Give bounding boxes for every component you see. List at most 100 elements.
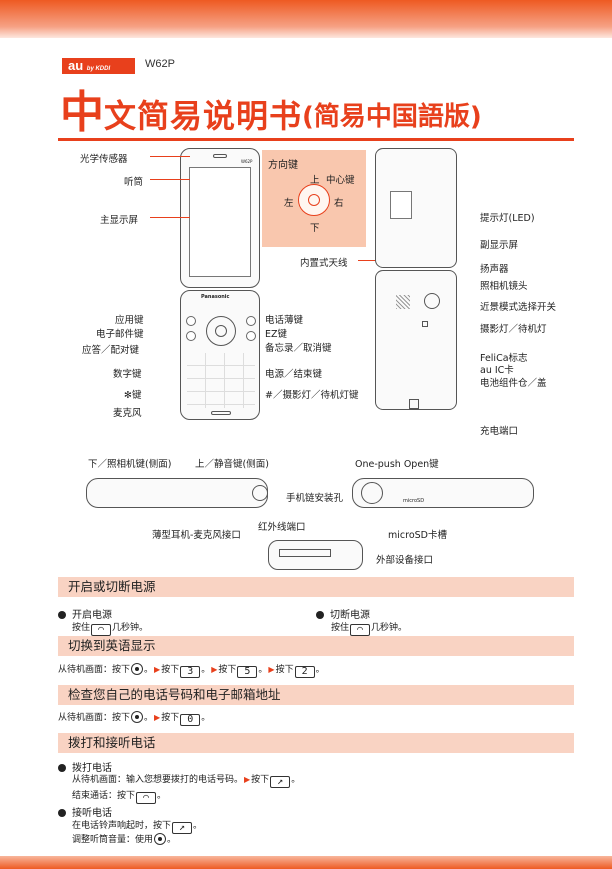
call-key-icon: ↗ [172,822,193,834]
bullet [316,611,324,619]
phone-model-mark: W62P [241,159,253,164]
label-number-keys: 数字键 [113,369,142,380]
label-strap-hole: 手机链安装孔 [286,493,344,504]
earpiece [213,154,227,158]
text: 结束通话：按下 [72,791,136,801]
section-number-title: 检查您自己的电话号码和电子邮箱地址 [58,685,574,705]
dpad-title: 方向键 [268,160,298,171]
title-rule [58,138,574,141]
label-camera-lens: 照相机镜头 [480,281,528,292]
camera-lens [424,293,440,309]
call-key-icon: ↗ [270,776,291,788]
end-call-instruction: 结束通话：按下⌒。 [72,788,166,804]
label-mute-side-key: 上／静音键(侧面) [195,459,269,470]
label-hash-key: #／摄影灯／待机灯键 [265,390,359,401]
label-star-key: ✻键 [124,390,142,401]
text: 。 [144,665,154,675]
end-key-icon: ⌒ [91,624,112,636]
phone-closed-side-left [86,478,268,508]
speaker-grille [396,295,410,309]
text: 。 [144,713,154,723]
label-mail-key: 电子邮件键 [96,329,144,340]
volume-instruction: 调整听筒音量：使用。 [72,832,176,845]
title-paren: (简易中国語版) [302,102,482,132]
label-charge-port: 充电端口 [480,426,519,437]
answer-title: 接听电话 [58,804,112,819]
label-external-connector: 外部设备接口 [376,555,434,566]
label-earphone-jack: 薄型耳机-麦克风接口 [152,530,241,541]
bullet [58,611,66,619]
text: 从待机画面：按下 [58,665,131,675]
text: 。 [291,775,301,785]
title-main: 文简易说明书 [104,97,303,135]
dpad-large-ring [298,184,330,216]
end-key-icon: ⌒ [136,792,157,804]
label-memo-key: 备忘录／取消键 [265,343,332,354]
leader-line [150,156,190,157]
label-microphone: 麦克风 [113,408,142,419]
text: 按下 [275,665,294,675]
text: 几秒钟。 [371,623,408,633]
charge-port [409,399,419,409]
section-power-title: 开启或切断电源 [58,577,574,597]
phone-lower-body: Panasonic [180,290,260,420]
dpad-down: 下 [310,223,320,234]
brand-text: au [68,58,84,73]
phone-brand-mark: Panasonic [201,294,230,300]
leader-line [150,217,190,218]
updown-key-icon [154,833,167,845]
arrow-icon: ▶ [154,713,161,722]
strap-hole [252,485,268,501]
label-antenna: 内置式天线 [300,258,348,269]
label-speaker: 扬声器 [480,264,509,275]
key-2-icon: 2 [294,666,315,678]
text: 按下 [161,713,180,723]
power-on-title-text: 开启电源 [72,610,112,621]
key-3-icon: 3 [180,666,201,678]
title-first-char: 中 [60,87,104,138]
power-on-title: 开启电源 [58,606,112,621]
label-phonebook-key: 电话薄键 [265,315,304,326]
label-felica: FeliCa标志 [480,353,528,364]
leader-line [150,179,190,180]
phone-closed-side-right: microSD [352,478,534,508]
label-app-key: 应用键 [115,315,144,326]
app-key [186,316,196,326]
bottom-banner [0,856,612,869]
label-ir-port: 红外线端口 [258,522,306,533]
sub-display [390,191,412,219]
dpad-right: 右 [334,198,344,209]
key-5-icon: 5 [237,666,258,678]
text: 按住 [331,623,350,633]
text: 。 [201,665,211,675]
label-battery-cover: 电池组件仓／盖 [480,378,547,389]
power-off-title-text: 切断电源 [330,610,370,621]
dial-instruction: 从待机画面：输入您想要拨打的电话号码。▶按下↗。 [72,772,300,788]
power-off-instruction: 按住⌒几秒钟。 [331,620,407,636]
phone-bottom-view [268,540,363,570]
text: 。 [193,821,203,831]
external-connector [279,549,331,557]
section-english-title: 切换到英语显示 [58,636,574,656]
dial-title: 拨打电话 [58,759,112,774]
text: 按下 [218,665,237,675]
one-push-open-button [361,482,383,504]
label-answer-key: 应答／配对键 [82,345,140,356]
phone-upper-body: W62P [180,148,260,288]
label-microsd-slot: microSD卡槽 [388,530,447,541]
sd-slot-mark: microSD [403,498,425,504]
text: 按下 [251,775,270,785]
phone-back-lower [375,270,457,410]
model-name: W62P [145,58,175,70]
arrow-icon: ▶ [244,775,251,784]
label-one-push-open: One-push Open键 [355,459,439,470]
power-on-instruction: 按住⌒几秒钟。 [72,620,148,636]
text: 在电话铃声响起时，按下 [72,821,172,831]
dial-title-text: 拨打电话 [72,763,112,774]
phone-diagram: W62P Panasonic 方向键 上 下 左 右 中心键 光学传感器 听筒 … [0,145,612,570]
label-photo-light: 摄影灯／待机灯 [480,324,547,335]
text: 。 [315,665,325,675]
top-banner [0,0,612,38]
answer-title-text: 接听电话 [72,808,112,819]
